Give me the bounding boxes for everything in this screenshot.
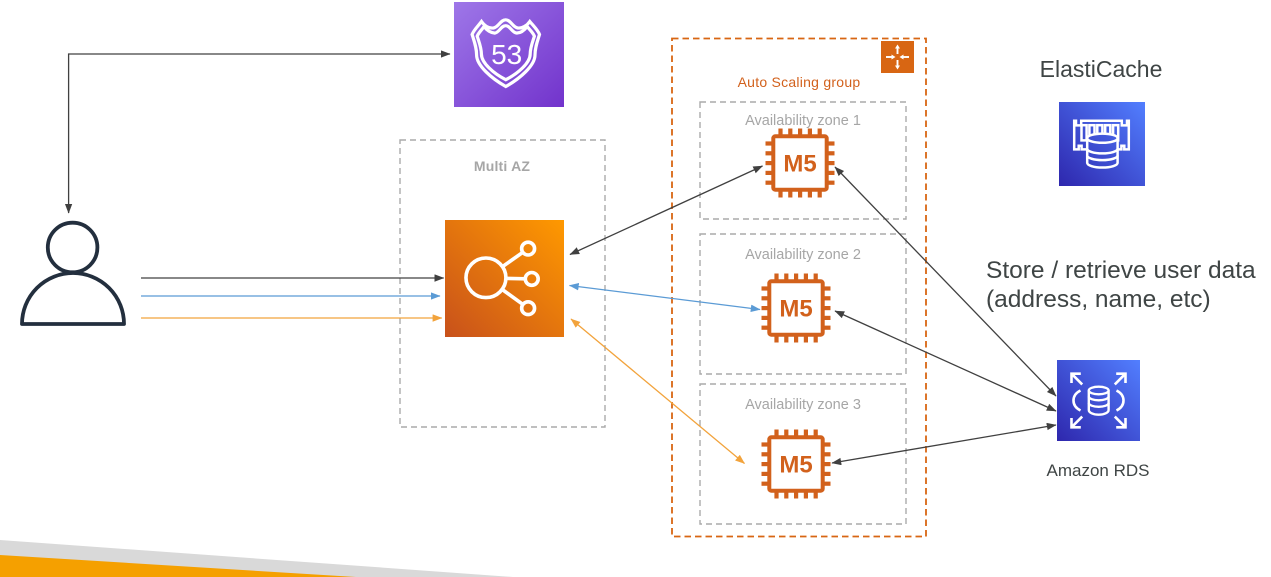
svg-text:53: 53 bbox=[491, 39, 522, 70]
